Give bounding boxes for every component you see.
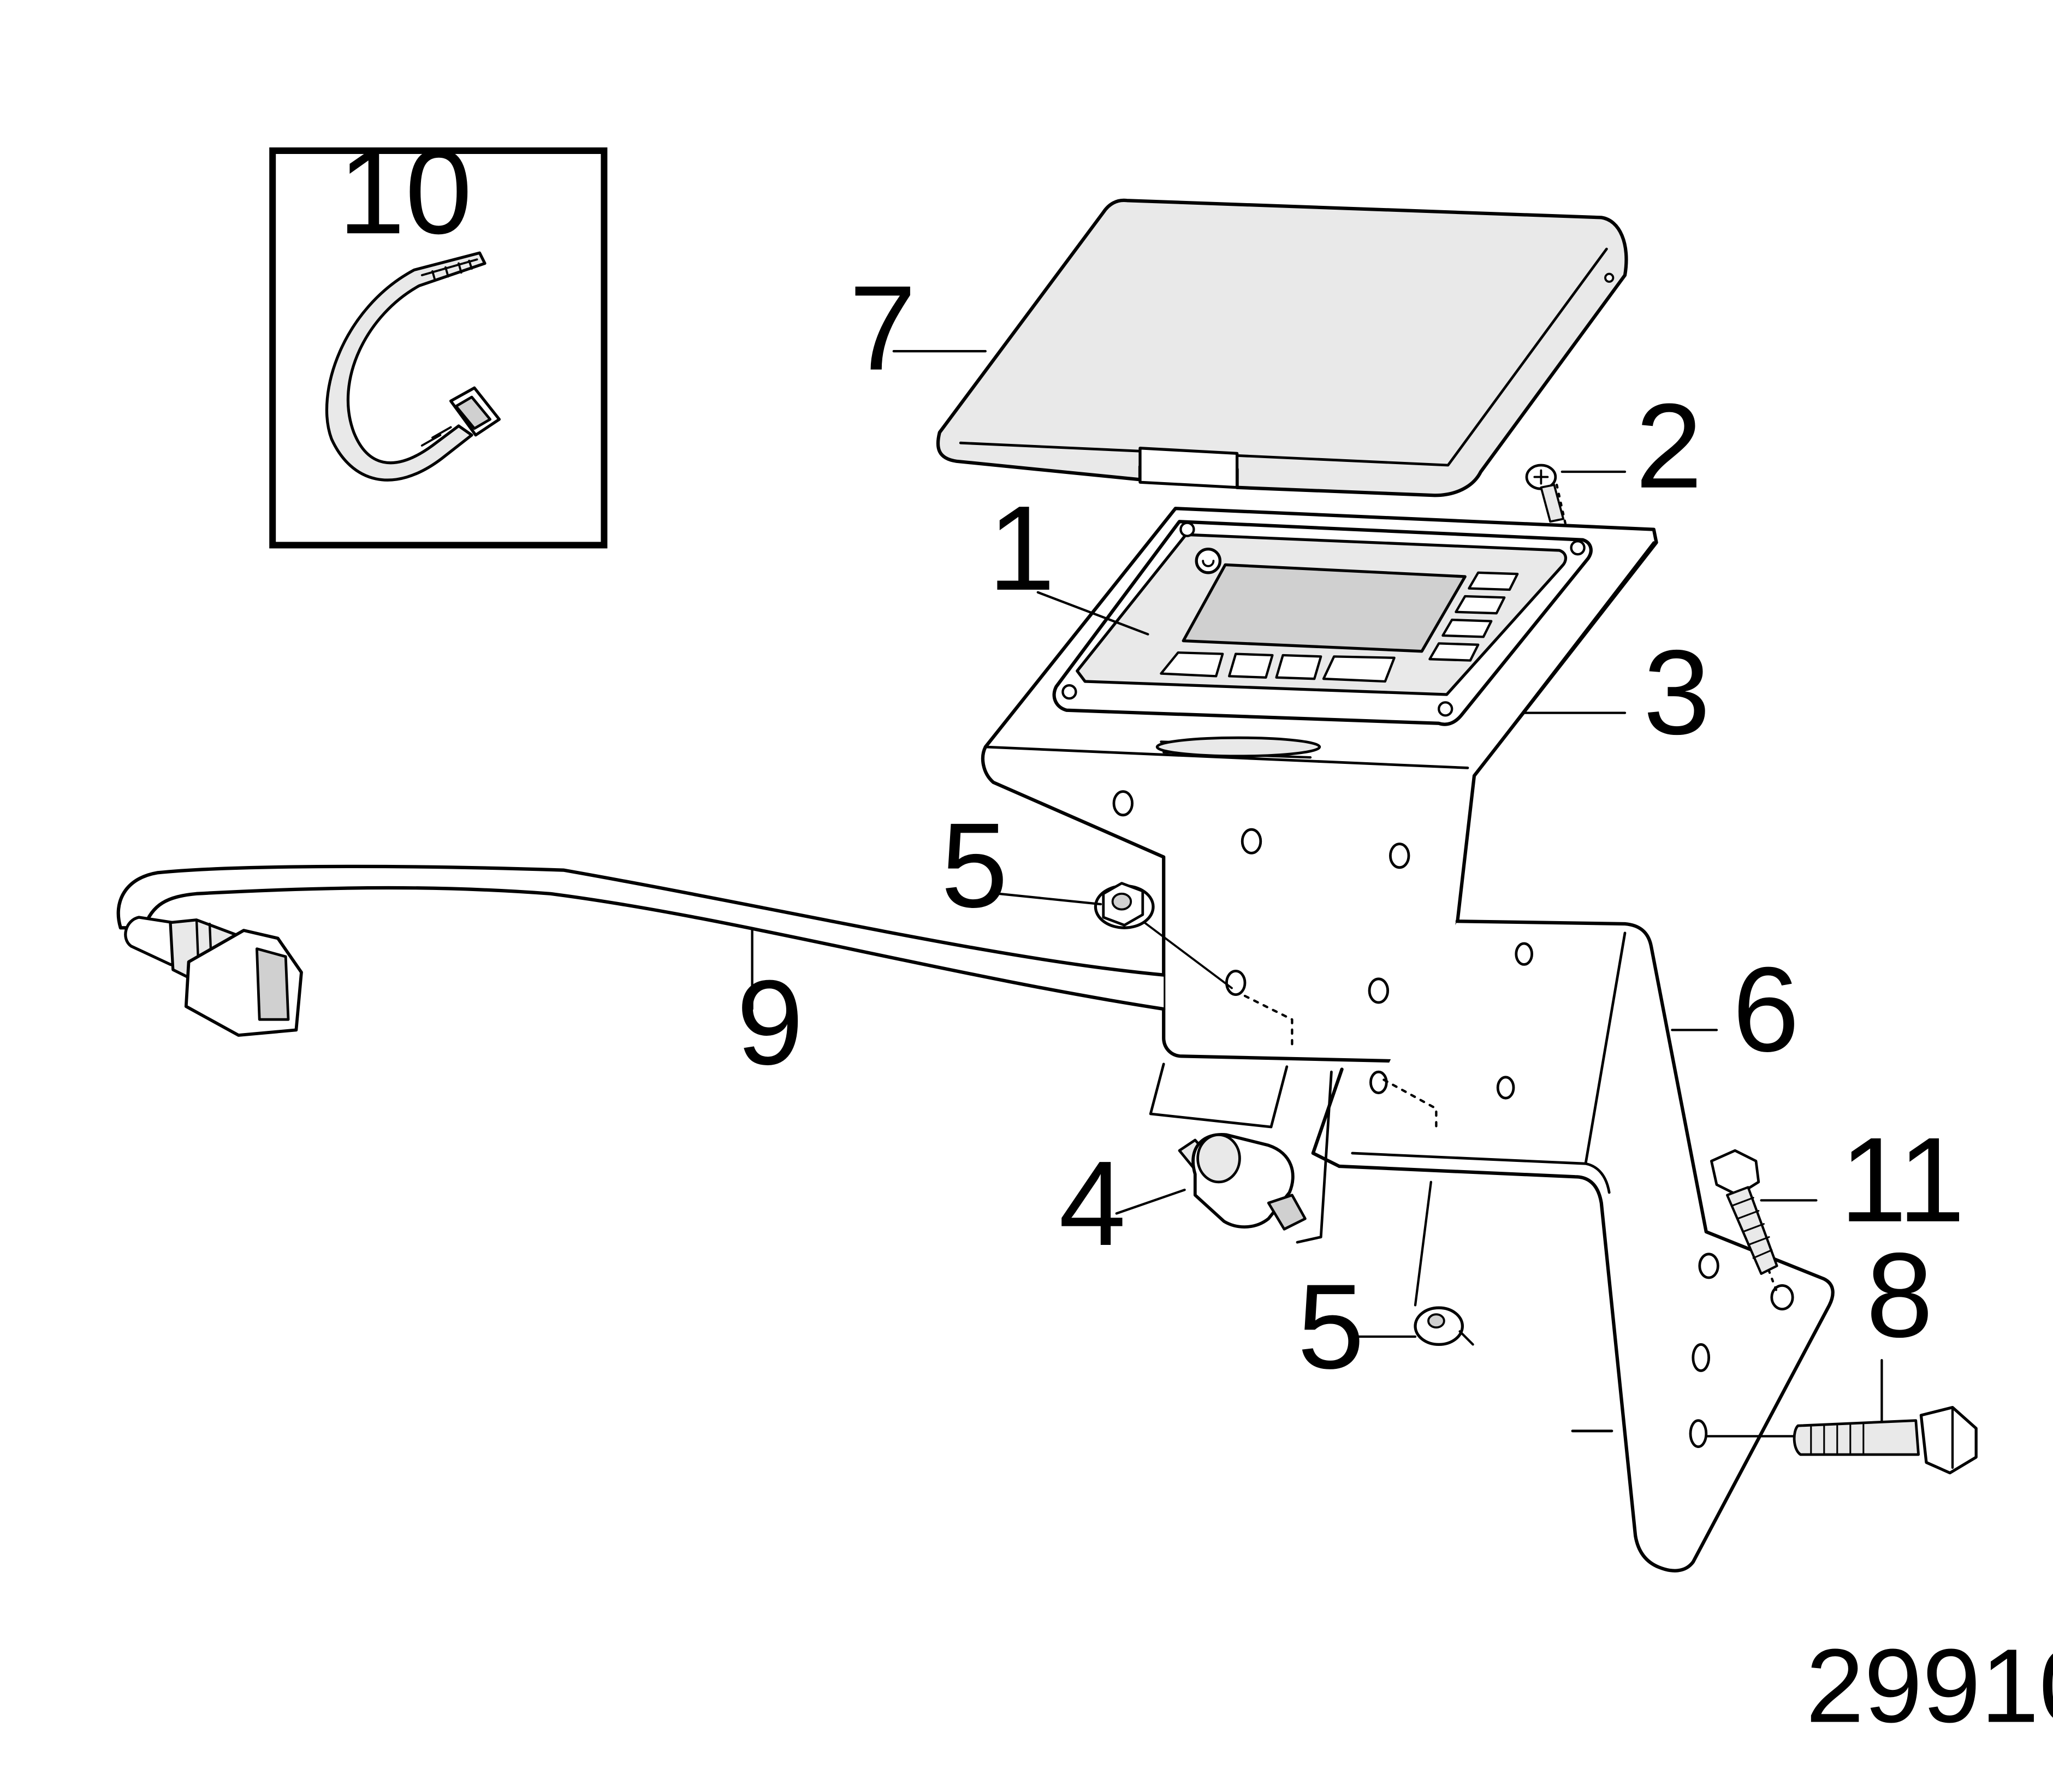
callout-mounting-plate: 3 [1643,625,1711,759]
cover [936,198,1628,497]
callout-flange-screw: 11 [1840,1112,1965,1247]
cable [116,864,1166,1037]
callout-cable-tie: 10 [338,124,472,259]
nut-upper [1094,882,1293,1050]
display-unit [1052,520,1593,726]
callout-cable: 9 [737,955,804,1090]
bolt [1705,1405,1978,1475]
callout-nut-lower: 5 [1297,1259,1364,1394]
rubber-mount [1149,1063,1333,1244]
nut-lower [1382,1078,1474,1346]
cable-tie-illustration [325,251,501,482]
callout-nut-upper: 5 [941,798,1008,933]
callout-cover: 7 [849,260,916,395]
callout-screw: 2 [1635,378,1702,513]
flange-screw [1710,1149,1778,1293]
figure-number: 29910 [1806,1627,2053,1744]
callout-bracket: 6 [1732,942,1800,1077]
callout-rubber-mount: 4 [1059,1136,1126,1271]
callout-bolt: 8 [1866,1227,1933,1362]
callout-display-unit: 1 [988,480,1055,615]
cable-tie-inset [269,147,608,549]
callouts: 10 7 2 1 3 5 9 6 4 11 8 5 29910 [338,124,2053,1744]
leader-lines [751,350,1883,1422]
bracket [1311,919,1835,1573]
screw [1525,464,1569,533]
